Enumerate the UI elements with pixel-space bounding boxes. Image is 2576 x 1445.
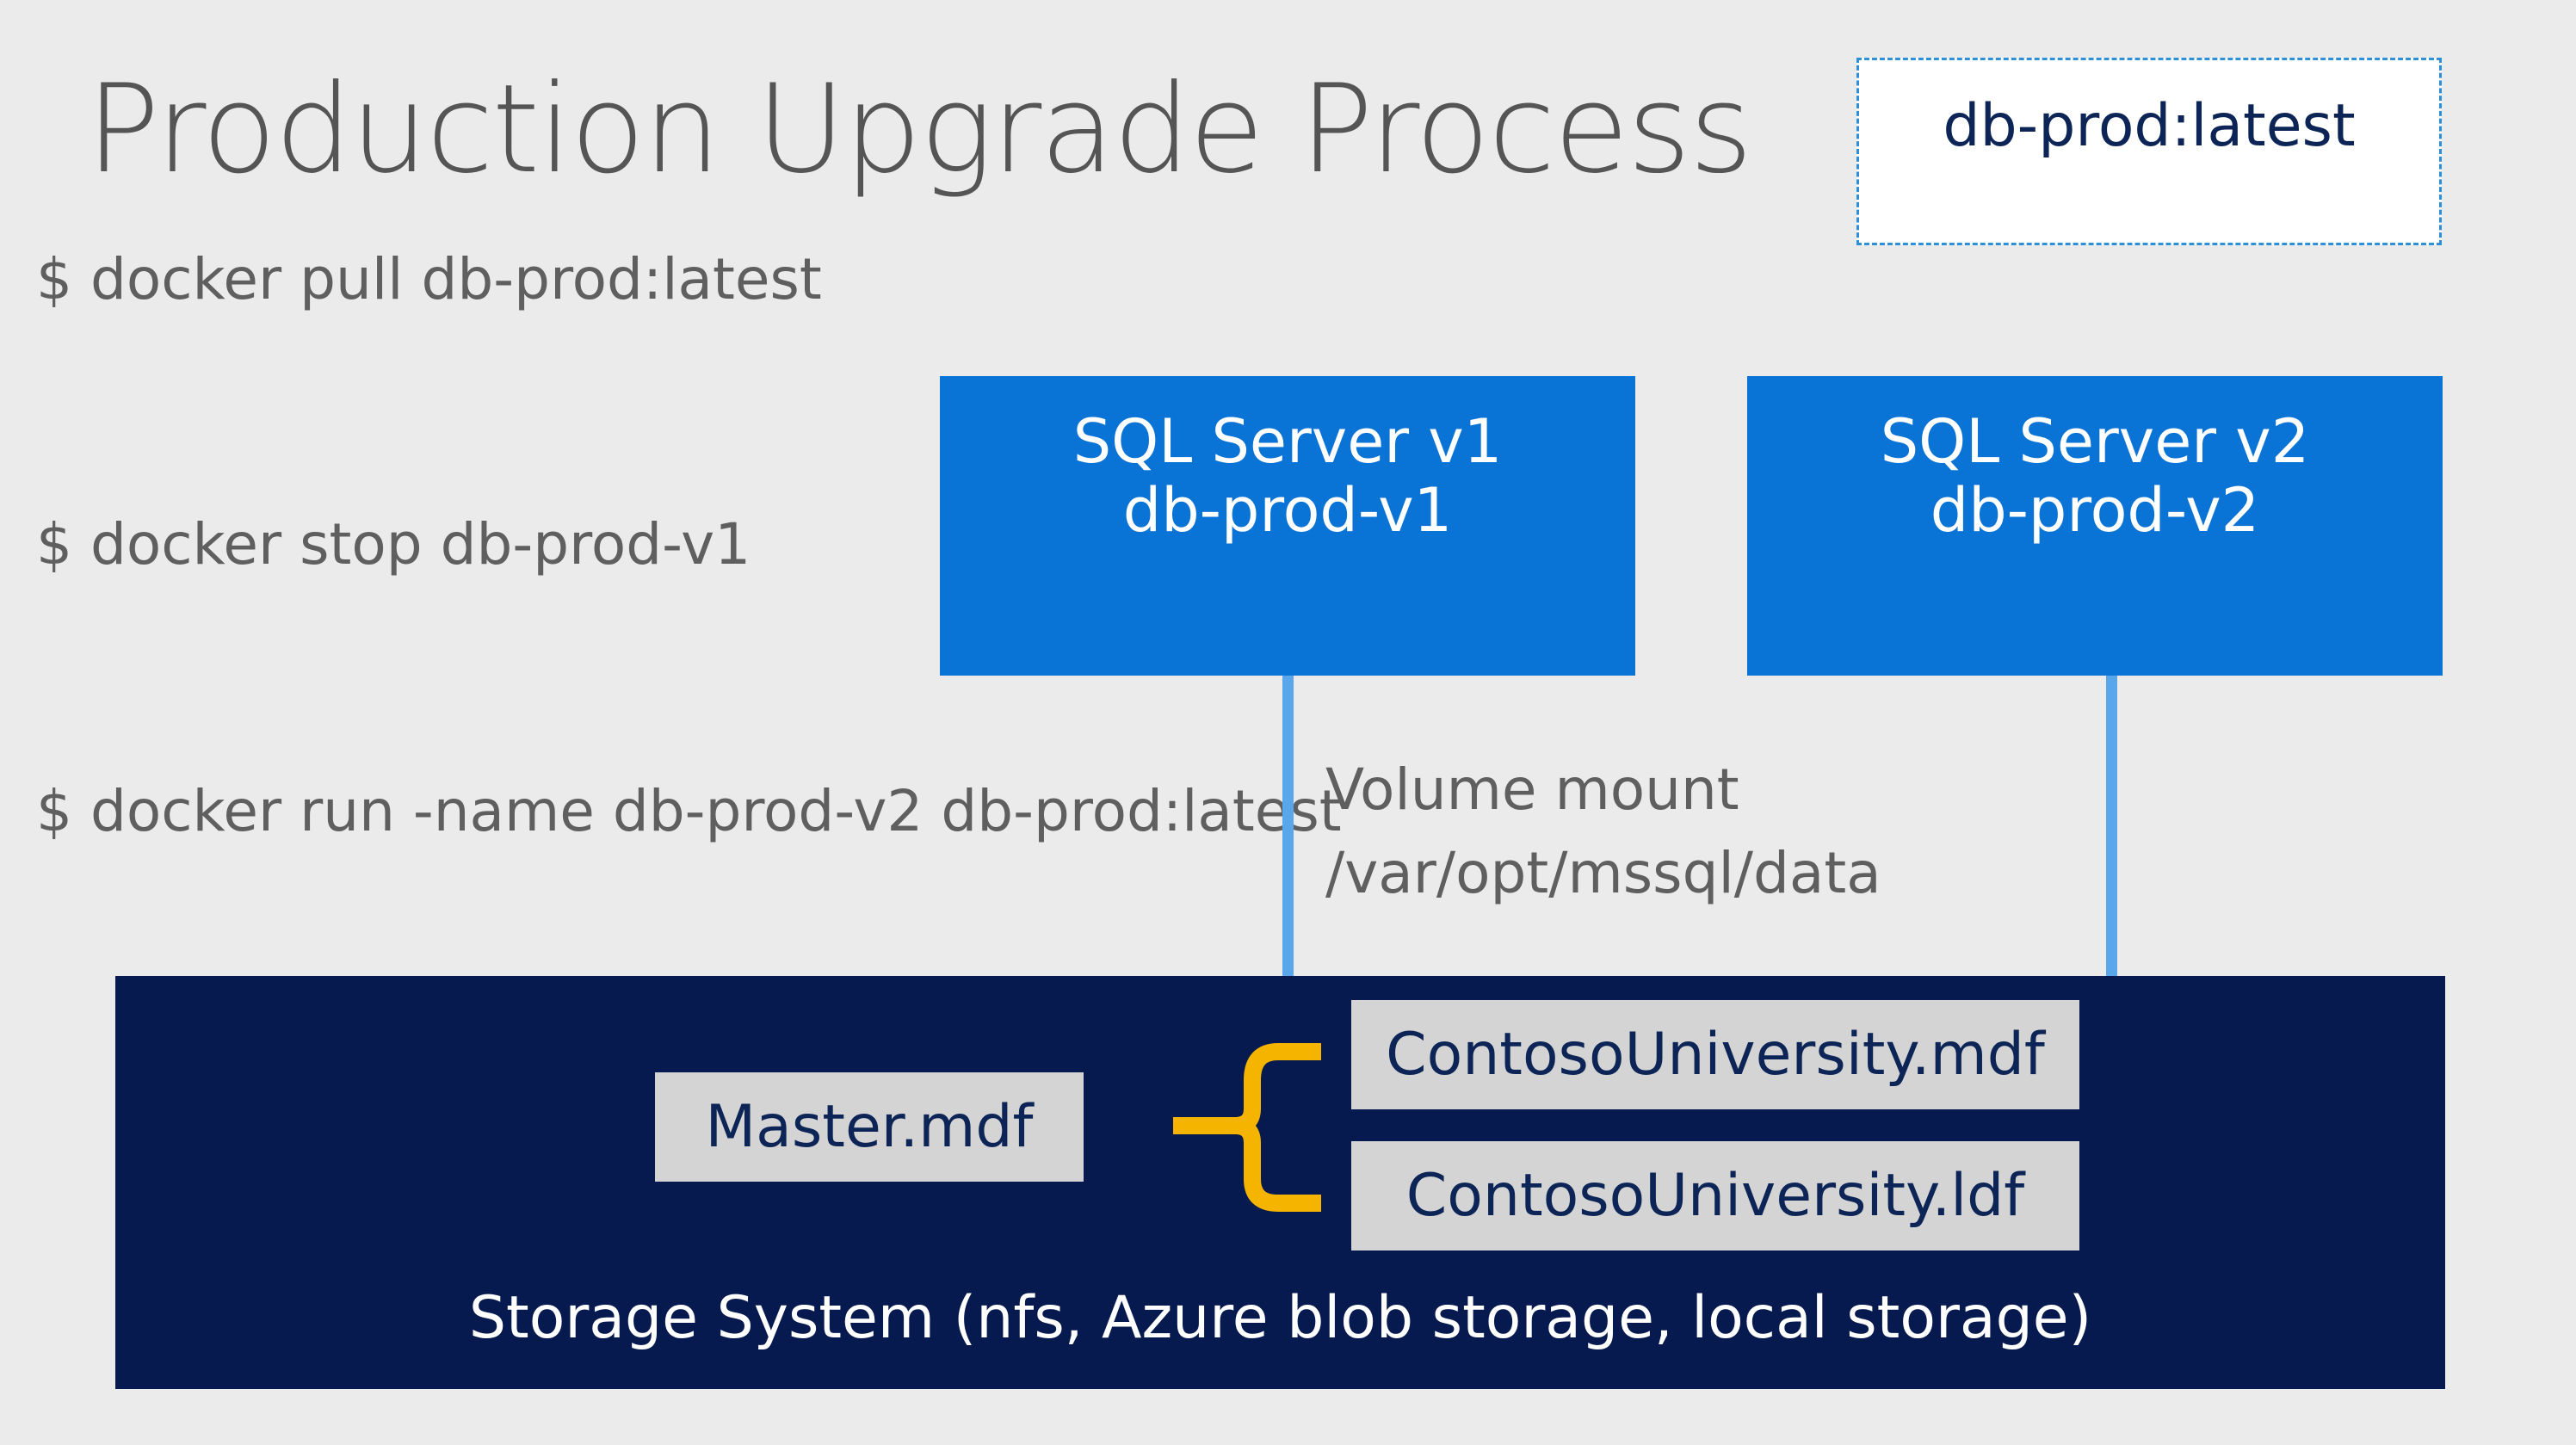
docker-pull-command: $ docker pull db-prod:latest (36, 246, 822, 312)
curly-brace-icon (1173, 1043, 1321, 1212)
docker-run-command: $ docker run -name db-prod-v2 db-prod:la… (36, 778, 1342, 844)
server-v1-container-name: db-prod-v1 (1122, 475, 1453, 546)
sql-server-v1-container: SQL Server v1 db-prod-v1 (940, 376, 1635, 676)
slide-title: Production Upgrade Process (86, 59, 1753, 201)
server-v1-name: SQL Server v1 (1072, 406, 1503, 477)
storage-system-label: Storage System (nfs, Azure blob storage,… (468, 1284, 2092, 1352)
contoso-ldf-file: ContosoUniversity.ldf (1351, 1141, 2079, 1250)
volume-connector-v2 (2106, 676, 2117, 977)
master-mdf-file: Master.mdf (655, 1072, 1084, 1182)
image-tag-box: db-prod:latest (1856, 58, 2442, 245)
volume-mount-path: /var/opt/mssql/data (1325, 840, 1881, 906)
contoso-mdf-file: ContosoUniversity.mdf (1351, 1000, 2079, 1109)
volume-connector-v1 (1282, 676, 1294, 977)
sql-server-v2-container: SQL Server v2 db-prod-v2 (1747, 376, 2443, 676)
server-v2-name: SQL Server v2 (1880, 406, 2310, 477)
docker-stop-command: $ docker stop db-prod-v1 (36, 511, 751, 577)
image-tag-label: db-prod:latest (1943, 92, 2356, 160)
volume-mount-label: Volume mount (1325, 756, 1739, 823)
server-v2-container-name: db-prod-v2 (1930, 475, 2260, 546)
